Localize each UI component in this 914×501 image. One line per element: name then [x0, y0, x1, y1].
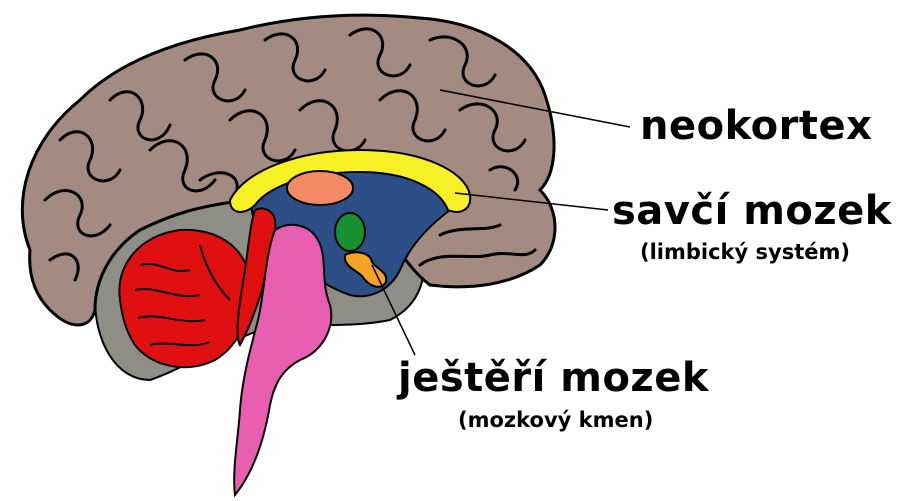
mammal-brain-sublabel: (limbický systém) [640, 240, 850, 264]
mammal-brain-label: savčí mozek [612, 188, 892, 234]
reptile-brain-sublabel: (mozkový kmen) [458, 408, 653, 432]
neocortex-label: neokortex [640, 103, 872, 149]
amygdala [335, 213, 365, 251]
thalamus [287, 171, 353, 205]
reptile-brain-label: ještěří mozek [398, 355, 709, 401]
cerebellum [119, 230, 250, 367]
